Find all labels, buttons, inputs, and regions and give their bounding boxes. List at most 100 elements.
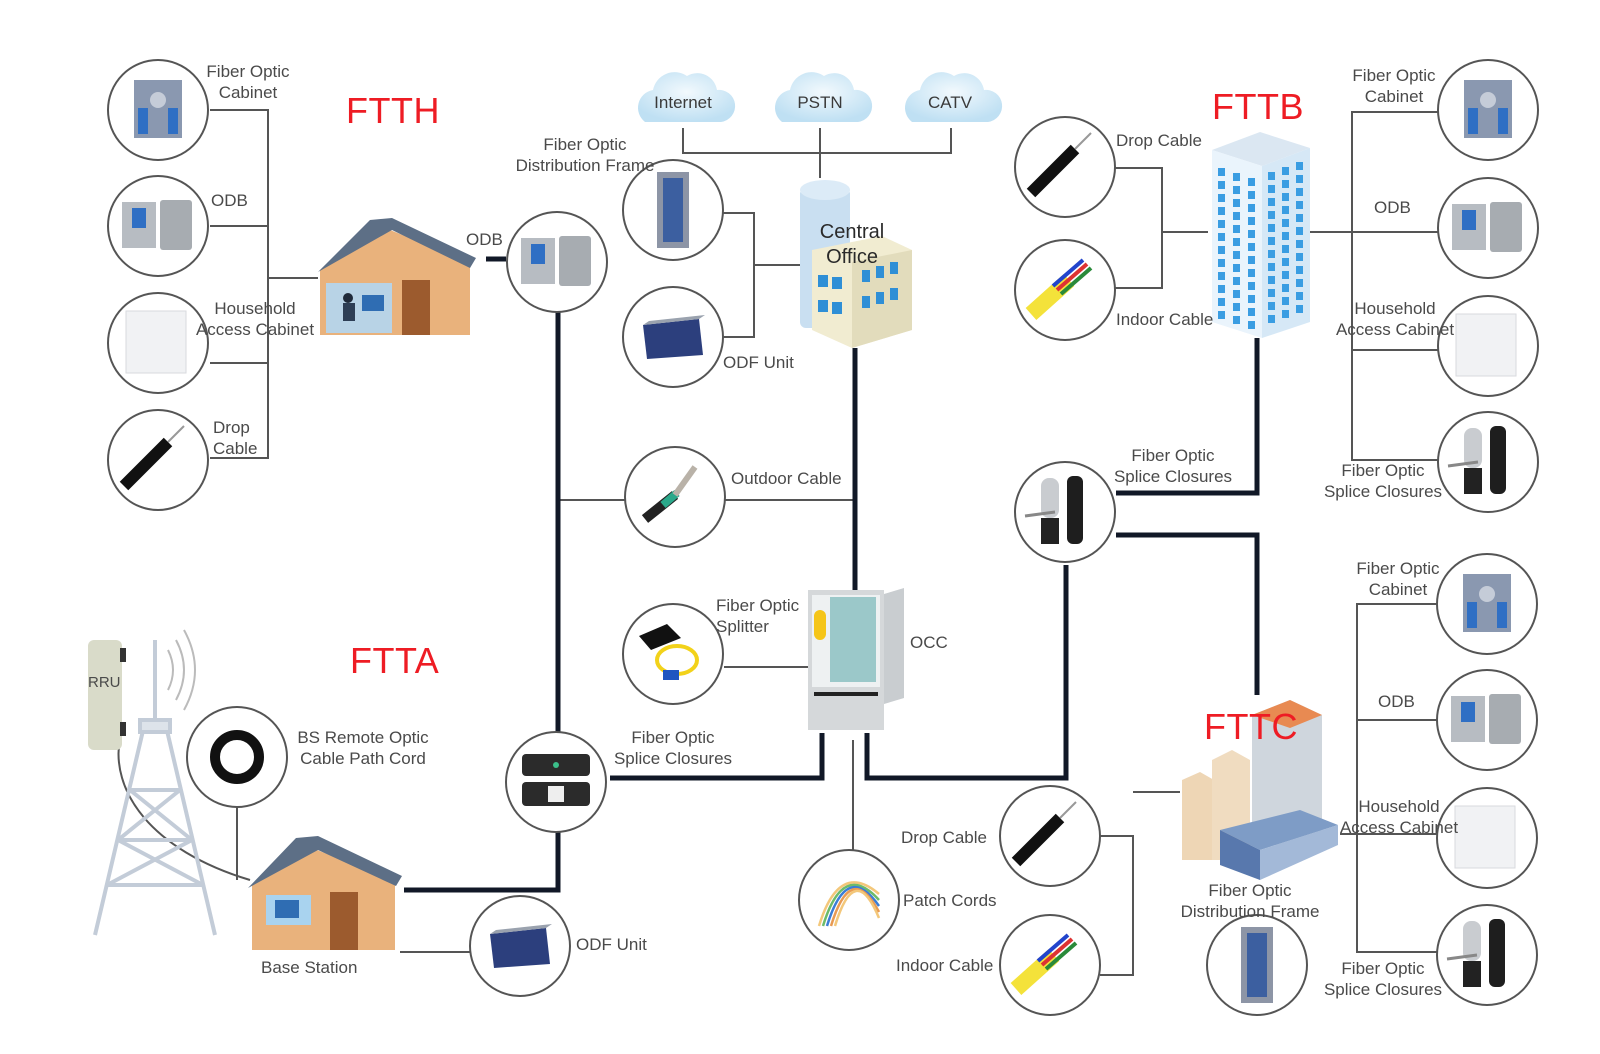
fttb-label-drop-cable: Drop Cable: [1116, 131, 1202, 150]
window: [1296, 175, 1303, 183]
window: [1248, 256, 1255, 264]
window: [1296, 253, 1303, 261]
component-circle: [1014, 461, 1116, 563]
window: [1218, 233, 1225, 241]
window: [1282, 271, 1289, 279]
odb-box-icon: [1452, 202, 1522, 252]
component-circle: [1437, 411, 1539, 513]
central-office-label-line2: Office: [826, 246, 878, 268]
cloud-pstn: [774, 72, 873, 122]
section-title-fttc: FTTC: [1204, 706, 1298, 747]
splitter-icon: [639, 624, 699, 680]
fttb-label-odb: ODB: [1374, 198, 1411, 217]
window: [1282, 180, 1289, 188]
window: [1248, 269, 1255, 277]
window: [1218, 311, 1225, 319]
window: [1282, 193, 1289, 201]
window: [1282, 310, 1289, 318]
outdoor-cable-icon: [641, 465, 698, 523]
window: [1233, 199, 1240, 207]
window: [1218, 259, 1225, 267]
label-outdoor-cable: Outdoor Cable: [731, 469, 842, 488]
window: [1233, 277, 1240, 285]
occ-cabinet-icon: [808, 588, 904, 730]
window: [1296, 292, 1303, 300]
window: [1282, 258, 1289, 266]
ftth-label-odb: ODB: [211, 191, 248, 210]
window: [1296, 240, 1303, 248]
window: [1282, 206, 1289, 214]
window: [1233, 238, 1240, 246]
window: [1268, 237, 1275, 245]
fttc-label-drop-cable: Drop Cable: [901, 828, 987, 847]
window: [1218, 220, 1225, 228]
window: [1218, 194, 1225, 202]
cloud-internet: [637, 72, 736, 122]
label-odf-unit: ODF Unit: [723, 353, 794, 372]
window: [1233, 251, 1240, 259]
cloud-label-catv: CATV: [927, 93, 973, 112]
window: [1248, 295, 1255, 303]
component-circle: [186, 706, 288, 808]
window: [1233, 316, 1240, 324]
window: [1268, 250, 1275, 258]
splice-closure-icon: [1446, 919, 1505, 987]
odb-box-icon: [122, 200, 192, 250]
component-circle: [798, 849, 900, 951]
splice-closure-icon: [1447, 426, 1506, 494]
ftth-house-icon: [318, 218, 476, 335]
component-circles: [107, 59, 1539, 1016]
component-circle: [1436, 904, 1538, 1006]
window: [1296, 227, 1303, 235]
window: [1268, 302, 1275, 310]
window: [1218, 168, 1225, 176]
drop-cable-icon: [1011, 801, 1077, 867]
window: [1248, 204, 1255, 212]
window: [1248, 191, 1255, 199]
central-office-label-line1: Central: [819, 221, 885, 243]
window: [1268, 172, 1275, 180]
central-office-building-icon: [800, 180, 912, 348]
indoor-cable-icon: [1025, 258, 1093, 320]
window: [1296, 201, 1303, 209]
rru-icon: [88, 640, 126, 750]
component-circle: [622, 603, 724, 705]
window: [1282, 297, 1289, 305]
cloud-label-internet: Internet: [654, 93, 712, 112]
central-office-label: Central Office: [812, 220, 892, 270]
splice-closure-icon: [1024, 476, 1083, 544]
window: [1218, 246, 1225, 254]
fttc-label-indoor-cable: Indoor Cable: [896, 956, 994, 975]
ftta-label-rru: RRU: [88, 674, 121, 691]
window: [1268, 263, 1275, 271]
window: [1268, 224, 1275, 232]
window: [1268, 276, 1275, 284]
window: [1218, 272, 1225, 280]
section-title-ftta: FTTA: [350, 640, 440, 681]
fttc-label-odb: ODB: [1378, 692, 1415, 711]
window: [1233, 264, 1240, 272]
cloud-catv: [904, 72, 1003, 122]
window: [1268, 315, 1275, 323]
fttb-building-icon: [1212, 132, 1310, 338]
odb-box-icon: [1451, 694, 1521, 744]
ftta-label-base-station: Base Station: [261, 958, 358, 977]
window: [1296, 162, 1303, 170]
window: [1218, 298, 1225, 306]
odf-unit-icon: [490, 924, 552, 968]
label-patch-cords: Patch Cords: [903, 891, 997, 910]
household-access-cabinet-icon: [125, 310, 187, 374]
household-access-cabinet-icon: [1455, 313, 1517, 377]
fiber-optic-cabinet-icon: [1463, 574, 1511, 632]
window: [1248, 243, 1255, 251]
